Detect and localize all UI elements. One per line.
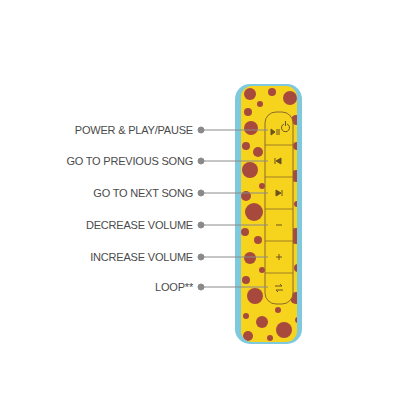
callout-label: LOOP** — [155, 280, 193, 294]
callout-label: INCREASE VOLUME — [90, 250, 193, 264]
speaker-front — [241, 86, 297, 342]
callout-label: POWER & PLAY/PAUSE — [75, 123, 193, 137]
callout-label: GO TO NEXT SONG — [93, 186, 193, 200]
speaker-side — [235, 84, 302, 344]
button-strip — [265, 112, 293, 304]
dot-pattern — [241, 88, 297, 341]
leader-lines — [198, 127, 268, 290]
callout-label: DECREASE VOLUME — [86, 218, 193, 232]
callout-label: GO TO PREVIOUS SONG — [66, 154, 193, 168]
